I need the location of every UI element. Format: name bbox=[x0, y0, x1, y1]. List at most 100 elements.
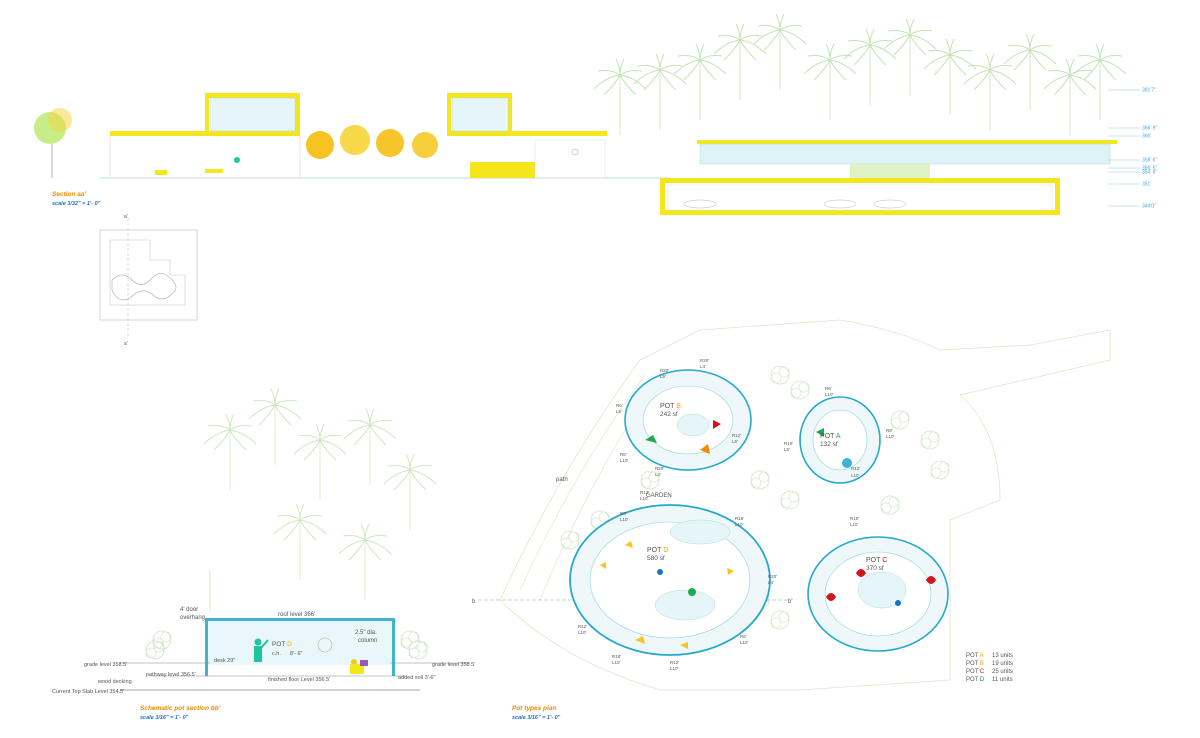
legend-prefix: POT bbox=[966, 677, 980, 683]
radius-tag: L10' bbox=[578, 630, 587, 635]
section-bb-pathway: pathway level 356.5' bbox=[146, 672, 196, 678]
section-bb-grade-right: grade level 358.5' bbox=[432, 662, 475, 668]
pot-label-letter: A bbox=[836, 433, 841, 440]
plan-scale: scale 3/16" = 1'- 0" bbox=[512, 715, 561, 721]
legend-count: 13 units bbox=[992, 653, 1013, 659]
section-bb-desk: desk 29" bbox=[214, 658, 235, 664]
level-tags: 381'7" 366' 9" 366' 358' 6" 356' 5"354' 6" 35… bbox=[1108, 88, 1157, 210]
level-tag: 381'7" bbox=[1142, 88, 1156, 94]
radius-tag: L10' bbox=[886, 434, 895, 439]
legend-prefix: POT bbox=[966, 661, 980, 667]
pot-area: 370 sf bbox=[866, 565, 884, 572]
legend-letter: D bbox=[980, 677, 985, 683]
radius-tag: R20' bbox=[660, 368, 669, 373]
figure-standing bbox=[254, 638, 269, 662]
radius-tag: R6' bbox=[616, 403, 623, 408]
pot-area: 580 sf bbox=[647, 555, 665, 562]
radius-tag: L10' bbox=[850, 522, 859, 527]
section-bb-grade-left: grade level 358.5' bbox=[84, 662, 127, 668]
section-marker-b2: b' bbox=[788, 599, 792, 605]
radius-tag: L4' bbox=[768, 580, 774, 585]
legend-letter: A bbox=[980, 653, 984, 659]
level-tag: 358' 6" bbox=[1142, 158, 1157, 164]
section-bb-top-slab: Current Top Slab Level 354.5' bbox=[52, 689, 124, 695]
level-tag: 366' bbox=[1142, 134, 1151, 140]
radius-tag: L10' bbox=[735, 522, 744, 527]
radius-tag: R20' bbox=[768, 574, 777, 579]
level-tag: 351' bbox=[1142, 182, 1151, 188]
radius-tag: L10' bbox=[620, 458, 629, 463]
key-plan: a' a' bbox=[99, 214, 198, 347]
section-bb-palms bbox=[203, 388, 437, 601]
tree-left bbox=[34, 108, 72, 178]
section-bb-ceiling-val: 8'- 6" bbox=[290, 651, 303, 657]
section-bb-roof-level: roof level 366' bbox=[278, 612, 315, 618]
level-tag: 354' 6" bbox=[1142, 170, 1157, 176]
radius-tag: L10' bbox=[620, 517, 629, 522]
radius-tag: L6' bbox=[616, 409, 622, 414]
pot-label-prefix: POT bbox=[660, 403, 676, 410]
radius-tag: R8' bbox=[620, 511, 627, 516]
legend-letter: B bbox=[980, 661, 984, 667]
radius-tag: R18' bbox=[612, 654, 621, 659]
legend-letter: C bbox=[980, 669, 985, 675]
radius-tag: R15' bbox=[735, 516, 744, 521]
pot-c bbox=[807, 536, 949, 652]
radius-tag: R10' bbox=[784, 441, 793, 446]
radius-tag: R12' bbox=[732, 433, 741, 438]
figure-kneeling bbox=[350, 659, 368, 674]
legend-prefix: POT bbox=[966, 669, 980, 675]
legend-count: 11 units bbox=[992, 677, 1013, 683]
key-plan-marker-top: a' bbox=[124, 214, 128, 220]
section-bb-pot-prefix: POT bbox=[272, 641, 285, 648]
pot-label-prefix: POT bbox=[647, 547, 663, 554]
section-bb-wood: wood decking bbox=[97, 679, 132, 685]
radius-tag: L5' bbox=[784, 447, 790, 452]
pot-label-letter: C bbox=[882, 557, 887, 564]
level-tag: 356' 5" bbox=[1142, 166, 1157, 172]
level-tag: 366' 9" bbox=[1142, 126, 1157, 132]
pot-area: 242 sf bbox=[660, 411, 678, 418]
radius-tag: R6' bbox=[825, 386, 832, 391]
pot-label: POT D bbox=[647, 547, 668, 554]
radius-tag: R12' bbox=[670, 660, 679, 665]
radius-tag: L5' bbox=[660, 374, 666, 379]
section-bb-ceiling: c.h. bbox=[272, 651, 281, 657]
section-bb-finished-floor: finished floor Level 356.5' bbox=[268, 677, 330, 683]
radius-tag: R12' bbox=[640, 490, 649, 495]
legend-count: 25 units bbox=[992, 669, 1013, 675]
pot-area: 132 sf bbox=[820, 441, 838, 448]
palm-trees-background bbox=[593, 13, 1127, 136]
key-plan-marker-bottom: a' bbox=[124, 341, 128, 347]
radius-tag: R12' bbox=[578, 624, 587, 629]
pot-b bbox=[624, 369, 752, 471]
radius-tag: R20' bbox=[655, 466, 664, 471]
radius-tag: L10' bbox=[740, 640, 749, 645]
pot-label-prefix: POT bbox=[820, 433, 836, 440]
yellow-trees bbox=[306, 125, 438, 159]
legend-item: POT D bbox=[966, 677, 985, 683]
pot-label: POT B bbox=[660, 403, 681, 410]
radius-tag: L10' bbox=[825, 392, 834, 397]
radius-tag: L10' bbox=[670, 666, 679, 671]
pot-label-letter: B bbox=[676, 403, 681, 410]
pot-label-prefix: POT bbox=[866, 557, 882, 564]
section-bb-pot-letter: D bbox=[287, 641, 292, 648]
plan-garden-label: GARDEN bbox=[646, 493, 672, 499]
pot-label-letter: D bbox=[663, 547, 668, 554]
radius-tag: L10' bbox=[851, 473, 860, 478]
radius-tag: L4' bbox=[700, 364, 706, 369]
radius-tag: R10' bbox=[850, 516, 859, 521]
radius-tag: L10' bbox=[612, 660, 621, 665]
legend-item: POT C bbox=[966, 669, 985, 675]
plan-title: Pot types plan bbox=[512, 705, 556, 712]
legend-count: 19 units bbox=[992, 661, 1013, 667]
radius-tag: L4' bbox=[655, 472, 661, 477]
section-bb-scale: scale 3/16" = 1'- 0" bbox=[140, 715, 189, 721]
radius-tag: R8' bbox=[886, 428, 893, 433]
radius-tag: R20' bbox=[700, 358, 709, 363]
